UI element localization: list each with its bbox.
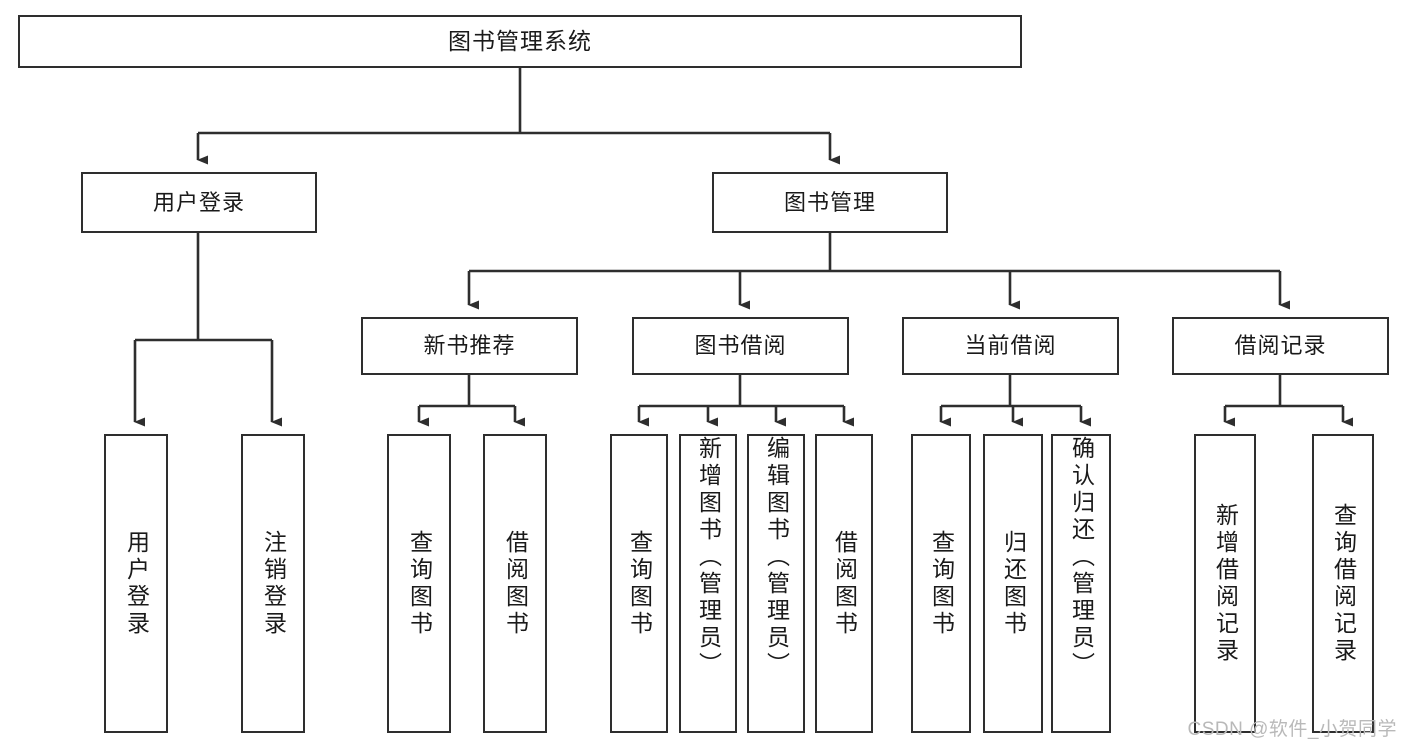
node-label: 借阅图书	[502, 529, 529, 638]
node-label: 确认归还（管理员）	[1068, 436, 1095, 679]
node-label: 图书借阅	[694, 333, 787, 359]
node-leaf-borrow-book-1[interactable]: 借阅图书	[483, 434, 547, 733]
node-label: 查询图书	[406, 529, 433, 638]
node-label: 当前借阅	[964, 333, 1057, 359]
node-label: 新书推荐	[423, 333, 516, 359]
node-label: 新增借阅记录	[1212, 502, 1239, 665]
node-leaf-query-record[interactable]: 查询借阅记录	[1312, 434, 1374, 733]
node-leaf-add-record[interactable]: 新增借阅记录	[1194, 434, 1256, 733]
node-label: 图书管理	[783, 189, 876, 215]
node-book-manage[interactable]: 图书管理	[712, 172, 948, 233]
node-leaf-confirm-return[interactable]: 确认归还（管理员）	[1051, 434, 1111, 733]
node-label: 图书管理系统	[448, 28, 592, 55]
node-label: 查询借阅记录	[1330, 502, 1357, 665]
node-label: 新增图书（管理员）	[695, 436, 722, 679]
node-label: 用户登录	[123, 529, 150, 638]
node-label: 编辑图书（管理员）	[763, 436, 790, 679]
node-leaf-add-book[interactable]: 新增图书（管理员）	[679, 434, 737, 733]
node-current-borrow[interactable]: 当前借阅	[902, 317, 1119, 375]
node-leaf-user-login[interactable]: 用户登录	[104, 434, 168, 733]
node-label: 查询图书	[626, 529, 653, 638]
node-borrow-record[interactable]: 借阅记录	[1172, 317, 1389, 375]
node-leaf-return-book[interactable]: 归还图书	[983, 434, 1043, 733]
node-leaf-edit-book[interactable]: 编辑图书（管理员）	[747, 434, 805, 733]
node-label: 注销登录	[260, 529, 287, 638]
node-label: 查询图书	[928, 529, 955, 638]
node-new-book-recommend[interactable]: 新书推荐	[361, 317, 578, 375]
node-leaf-user-logout[interactable]: 注销登录	[241, 434, 305, 733]
node-leaf-query-book-3[interactable]: 查询图书	[911, 434, 971, 733]
node-root[interactable]: 图书管理系统	[18, 15, 1022, 68]
node-label: 用户登录	[152, 189, 245, 215]
node-leaf-borrow-book-2[interactable]: 借阅图书	[815, 434, 873, 733]
node-label: 借阅图书	[831, 529, 858, 638]
node-book-borrow[interactable]: 图书借阅	[632, 317, 849, 375]
node-label: 归还图书	[1000, 529, 1027, 638]
node-leaf-query-book-2[interactable]: 查询图书	[610, 434, 668, 733]
node-user-login[interactable]: 用户登录	[81, 172, 317, 233]
node-leaf-query-book-1[interactable]: 查询图书	[387, 434, 451, 733]
node-label: 借阅记录	[1234, 333, 1327, 359]
